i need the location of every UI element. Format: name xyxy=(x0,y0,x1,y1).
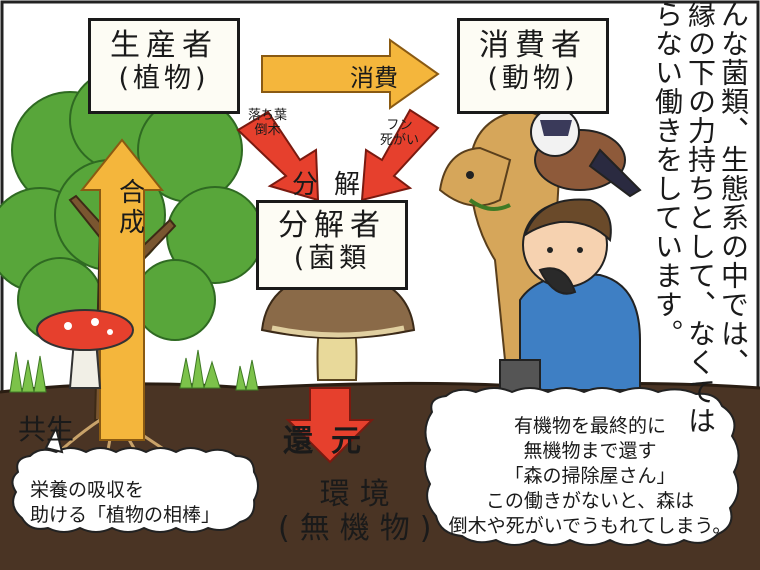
environment-label: 環境 (無機物) xyxy=(278,478,441,546)
decomposition-arrow-right xyxy=(360,108,440,202)
synthesis-arrow xyxy=(79,138,165,441)
consumer-subtitle: (動物) xyxy=(487,63,579,94)
sweeper-bubble-text: 有機物を最終的に 無機物まで還す 「森の掃除屋さん」 この働きがないと、森は 倒… xyxy=(448,415,732,537)
return-label: 還元 xyxy=(283,424,379,459)
consumption-arrow xyxy=(261,38,440,110)
bird xyxy=(530,107,642,198)
consumer-box: 消費者 (動物) xyxy=(457,18,609,114)
decomposition-label: 分解 xyxy=(292,170,377,200)
environment-title: 環境 xyxy=(319,477,400,512)
producer-title: 生産者 xyxy=(110,28,218,63)
dung-label: フン 死がい xyxy=(380,118,420,148)
decomposition-arrow-left xyxy=(236,110,320,202)
girl xyxy=(499,198,641,393)
environment-subtitle: (無機物) xyxy=(278,511,442,546)
symbiosis-bubble-tail xyxy=(44,425,64,454)
symbiosis-bubble-text: 栄養の吸収を 助ける「植物の相棒」 xyxy=(30,479,221,526)
decomposer-subtitle: (菌類 xyxy=(293,243,371,274)
symbiosis-label: 共生 xyxy=(18,413,75,446)
consumer-title: 消費者 xyxy=(479,28,587,63)
fallen-leaves-label: 落ち葉 倒木 xyxy=(248,108,288,138)
decomposer-box: 分解者 (菌類 xyxy=(256,200,408,290)
return-arrow xyxy=(285,387,375,464)
vertical-caption: んな菌類、生態系の中では、 縁の下の力持ちとして、なくては らない働きをしていま… xyxy=(651,0,750,435)
sweeper-bubble xyxy=(424,387,740,546)
synthesis-label: 合成 xyxy=(118,178,145,238)
consumption-label: 消費 xyxy=(350,64,398,92)
producer-subtitle: (植物) xyxy=(118,63,210,94)
symbiosis-bubble xyxy=(11,447,259,533)
red-mushroom xyxy=(36,309,134,389)
grass xyxy=(9,349,259,393)
producer-box: 生産者 (植物) xyxy=(88,18,240,114)
decomposer-title: 分解者 xyxy=(278,208,386,243)
